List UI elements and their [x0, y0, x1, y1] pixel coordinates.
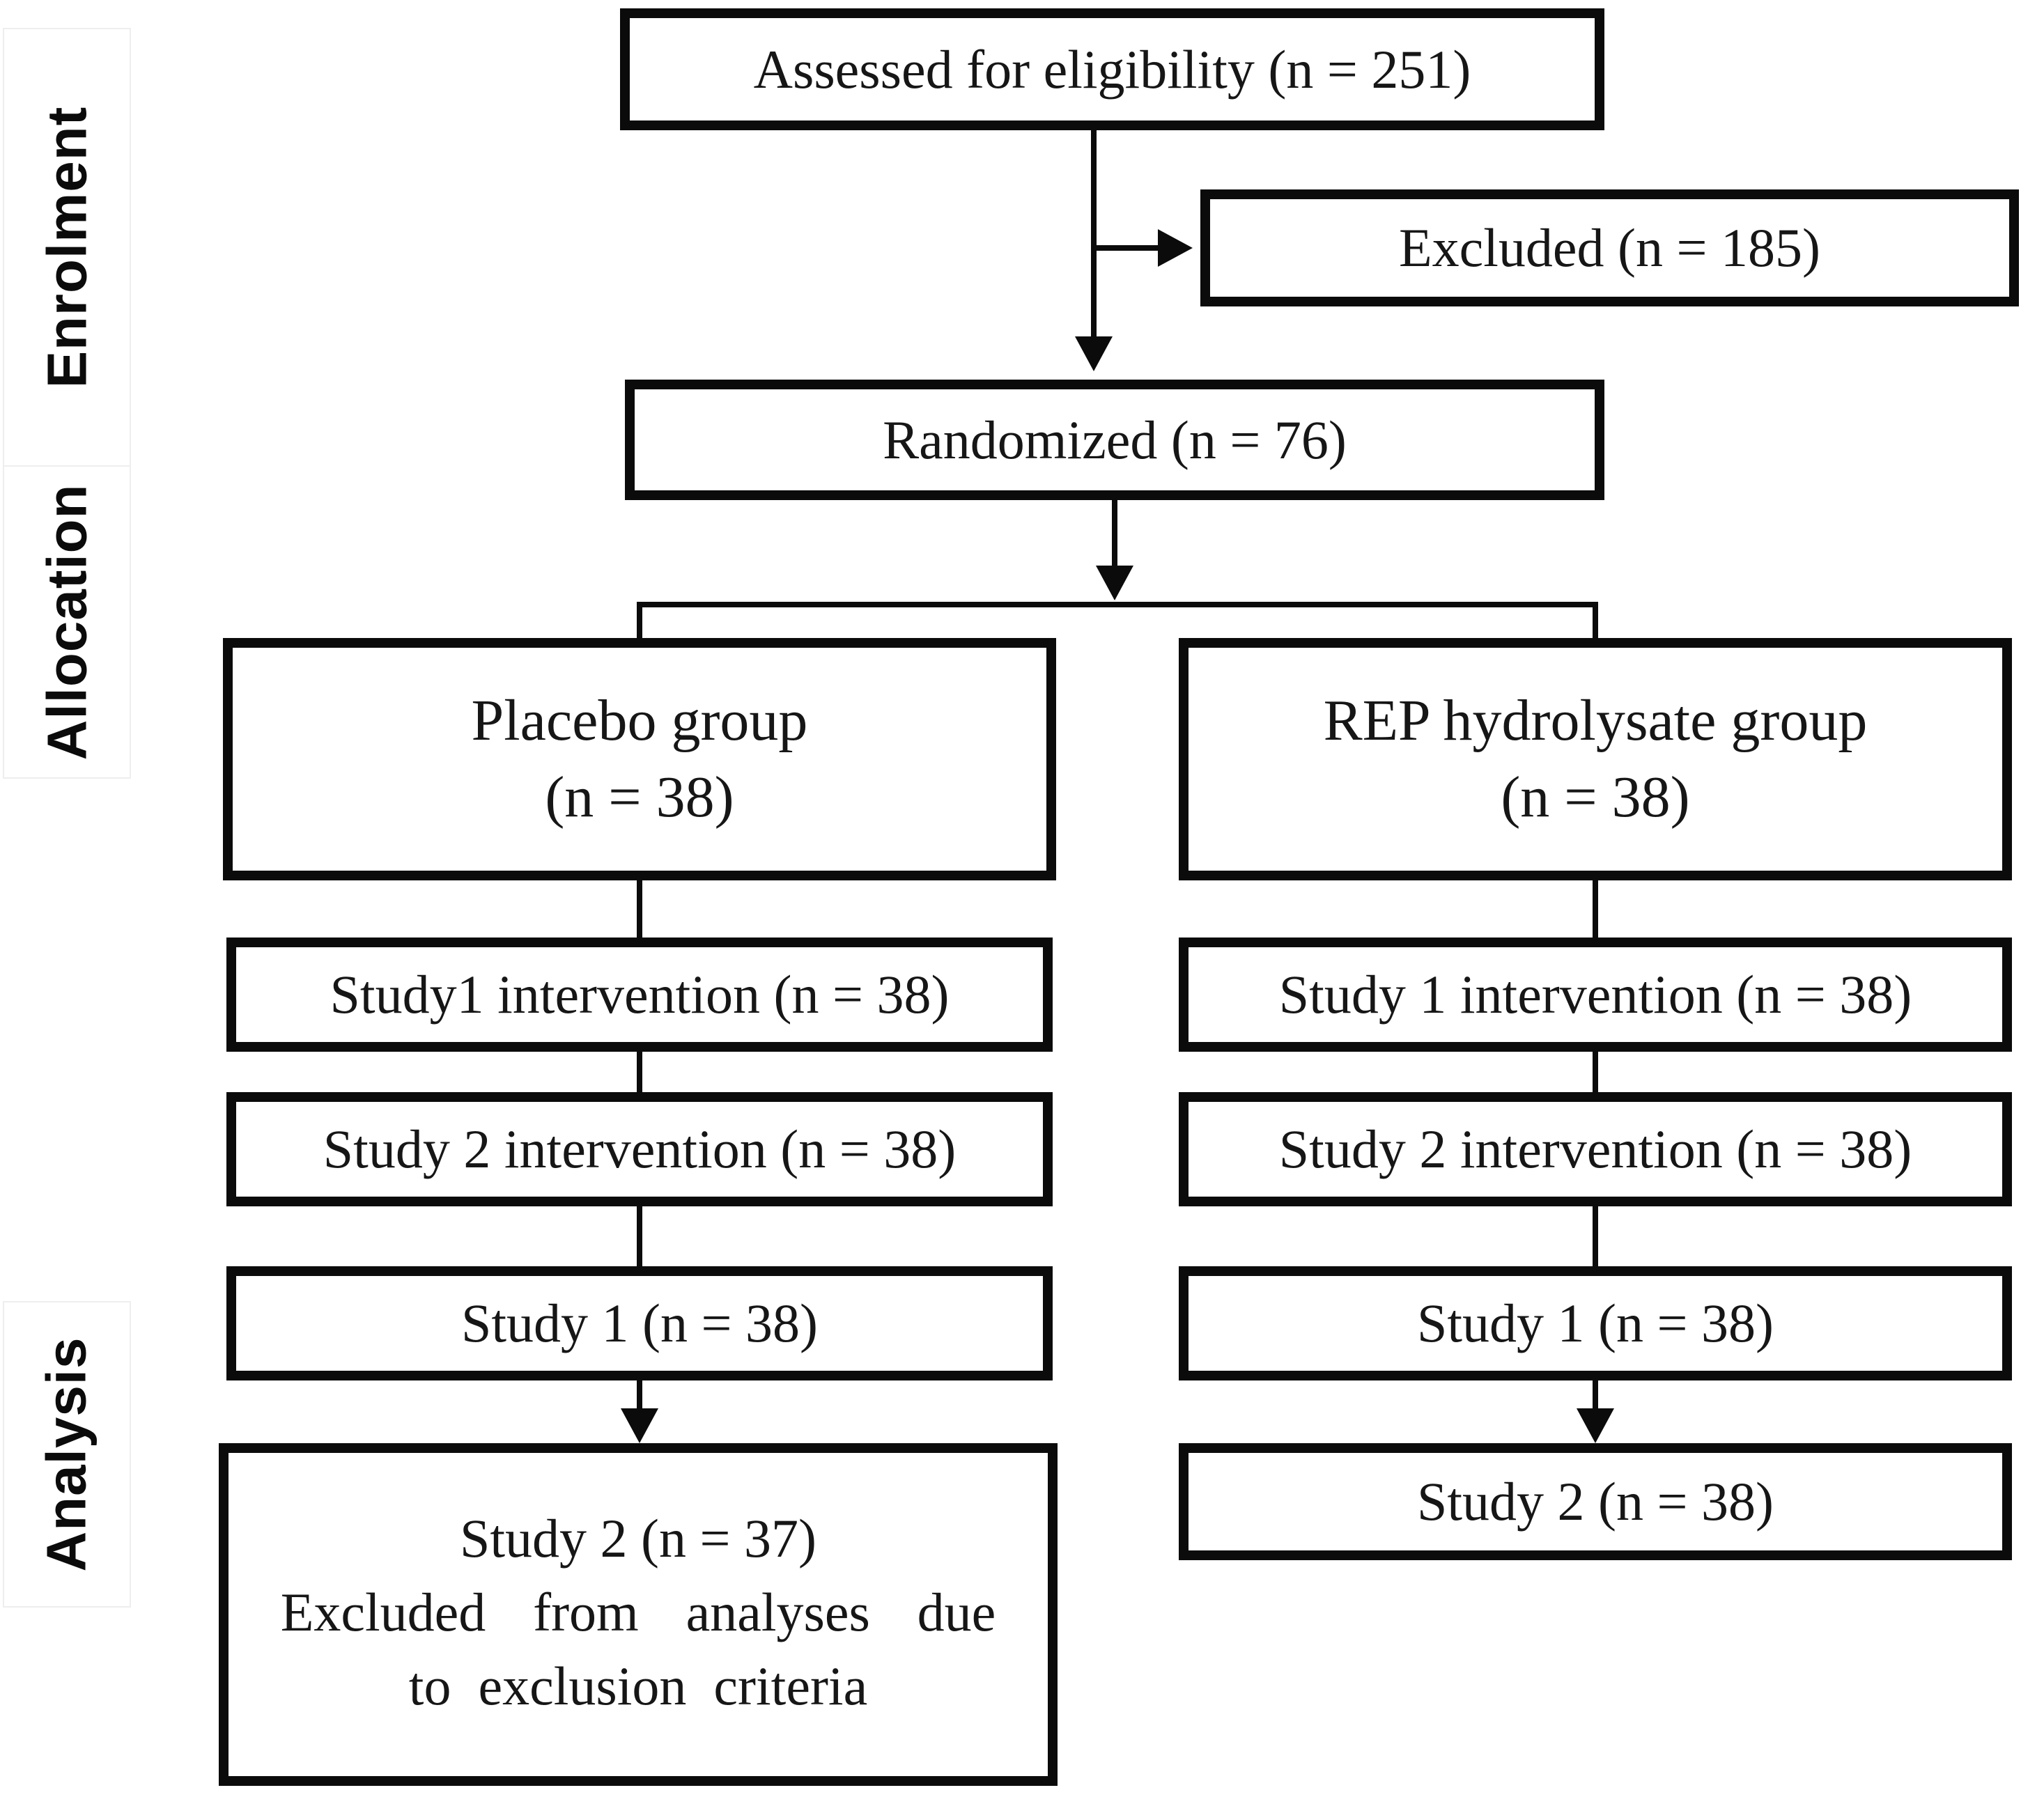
box-placebo-study2-intervention: Study 2 intervention (n = 38): [226, 1092, 1053, 1206]
placebo-group-n: (n = 38): [545, 765, 734, 830]
flow-line-split-horizontal: [637, 602, 1598, 607]
box-placebo-study1-analysis: Study 1 (n = 38): [226, 1266, 1053, 1380]
arrowhead-down-rep-study2-icon: [1577, 1408, 1614, 1443]
placebo-study2-exclusion-note-1: Excluded from analyses due: [280, 1582, 996, 1642]
arrowhead-right-excluded-icon: [1158, 229, 1193, 267]
placebo-study2-intervention-text: Study 2 intervention (n = 38): [323, 1119, 957, 1180]
rep-study2-analysis-text: Study 2 (n = 38): [1417, 1471, 1774, 1532]
box-placebo-group: Placebo group (n = 38): [223, 638, 1056, 880]
box-rep-study2-intervention: Study 2 intervention (n = 38): [1179, 1092, 2012, 1206]
placebo-study1-analysis-text: Study 1 (n = 38): [461, 1293, 818, 1354]
excluded-text: Excluded (n = 185): [1399, 217, 1820, 279]
box-placebo-study1-intervention: Study1 intervention (n = 38): [226, 938, 1053, 1052]
stage-label-allocation: Allocation: [36, 483, 98, 761]
flow-line-rep-to-study2-analysis: [1593, 1379, 1598, 1411]
rep-group-n: (n = 38): [1501, 765, 1690, 830]
placebo-study2-analysis-n: Study 2 (n = 37): [460, 1508, 816, 1569]
flow-line-placebo-to-study1-intervention: [637, 879, 642, 938]
flow-line-rep-to-study1-analysis: [1593, 1205, 1598, 1268]
assessed-text: Assessed for eligibility (n = 251): [753, 38, 1471, 100]
arrowhead-down-placebo-study2-icon: [621, 1408, 658, 1443]
placebo-study2-exclusion-note-2: to exclusion criteria: [408, 1656, 868, 1716]
flow-line-randomized-down: [1112, 499, 1117, 568]
randomized-text: Randomized (n = 76): [883, 409, 1347, 470]
placebo-group-name: Placebo group: [471, 688, 808, 753]
flow-line-drop-rep: [1593, 602, 1598, 639]
flow-line-drop-placebo: [637, 602, 642, 639]
box-randomized: Randomized (n = 76): [625, 380, 1604, 500]
box-rep-study1-analysis: Study 1 (n = 38): [1179, 1266, 2012, 1380]
box-assessed-for-eligibility: Assessed for eligibility (n = 251): [620, 8, 1604, 130]
rep-group-name: REP hydrolysate group: [1323, 688, 1868, 753]
stage-label-analysis: Analysis: [36, 1337, 98, 1572]
arrowhead-down-randomized-icon: [1075, 336, 1113, 371]
box-placebo-study2-analysis: Study 2 (n = 37) Excluded from analyses …: [219, 1443, 1058, 1786]
flow-line-rep-to-study2-intervention: [1593, 1050, 1598, 1094]
stage-cell-allocation: Allocation: [3, 465, 131, 779]
flow-line-assessed-to-randomized: [1091, 129, 1097, 336]
stage-cell-enrolment: Enrolment: [3, 28, 131, 467]
arrowhead-down-split-icon: [1096, 566, 1133, 600]
rep-study1-analysis-text: Study 1 (n = 38): [1417, 1293, 1774, 1354]
box-rep-study2-analysis: Study 2 (n = 38): [1179, 1443, 2012, 1560]
placebo-study1-intervention-text: Study1 intervention (n = 38): [330, 964, 950, 1025]
flow-line-rep-to-study1-intervention: [1593, 879, 1598, 938]
flow-line-branch-to-excluded: [1091, 245, 1161, 251]
box-rep-hydrolysate-group: REP hydrolysate group (n = 38): [1179, 638, 2012, 880]
flow-line-placebo-to-study2-analysis: [637, 1379, 642, 1411]
stage-label-enrolment: Enrolment: [36, 106, 98, 389]
rep-study1-intervention-text: Study 1 intervention (n = 38): [1278, 964, 1912, 1025]
rep-study2-intervention-text: Study 2 intervention (n = 38): [1278, 1119, 1912, 1180]
box-rep-study1-intervention: Study 1 intervention (n = 38): [1179, 938, 2012, 1052]
box-excluded: Excluded (n = 185): [1200, 189, 2019, 306]
flow-line-placebo-to-study2-intervention: [637, 1050, 642, 1094]
stage-cell-analysis: Analysis: [3, 1301, 131, 1608]
flow-line-placebo-to-study1-analysis: [637, 1205, 642, 1268]
